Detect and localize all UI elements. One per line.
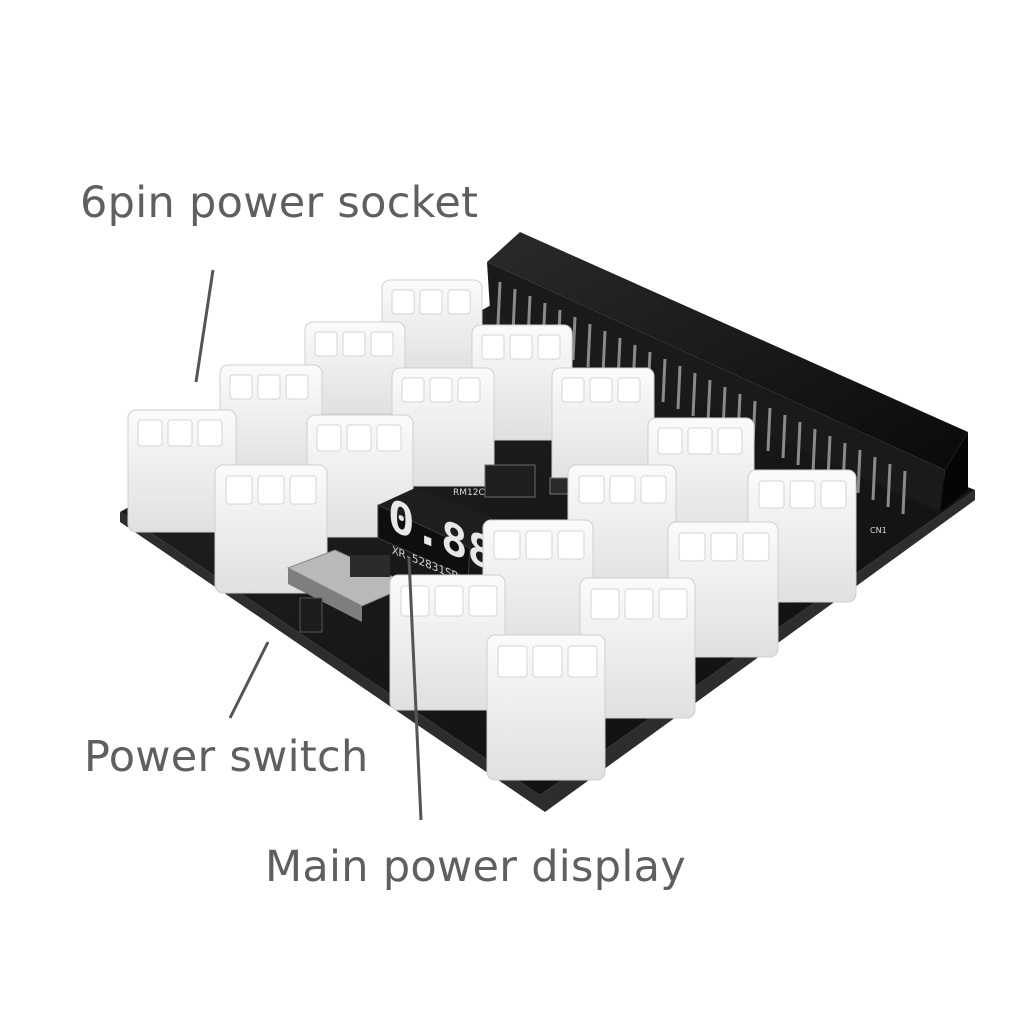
pcie-6pin-socket <box>471 324 573 441</box>
edge-connector-slot <box>487 232 968 515</box>
pcie-6pin-socket <box>482 519 594 649</box>
leader-line-socket <box>194 269 215 383</box>
pcie-6pin-socket <box>381 279 483 373</box>
ic-chip <box>484 464 536 498</box>
callout-6pin-socket: 6pin power socket <box>80 178 479 228</box>
power-switch <box>286 549 412 633</box>
pcie-6pin-socket <box>486 634 606 781</box>
pcie-6pin-socket <box>391 367 495 487</box>
pcie-6pin-socket <box>127 409 237 533</box>
pcie-6pin-socket <box>214 464 328 594</box>
leader-line-switch <box>228 641 270 719</box>
pcie-6pin-socket <box>579 577 696 719</box>
pcie-6pin-socket <box>304 321 406 415</box>
leader-line-display <box>407 557 423 821</box>
silkscreen-label: RM12C <box>453 488 485 498</box>
pcie-6pin-socket <box>306 414 414 538</box>
pcie-6pin-socket <box>551 367 655 487</box>
callout-main-display: Main power display <box>265 842 686 892</box>
callout-power-switch: Power switch <box>84 732 369 782</box>
silkscreen-label: CN1 <box>870 526 887 535</box>
